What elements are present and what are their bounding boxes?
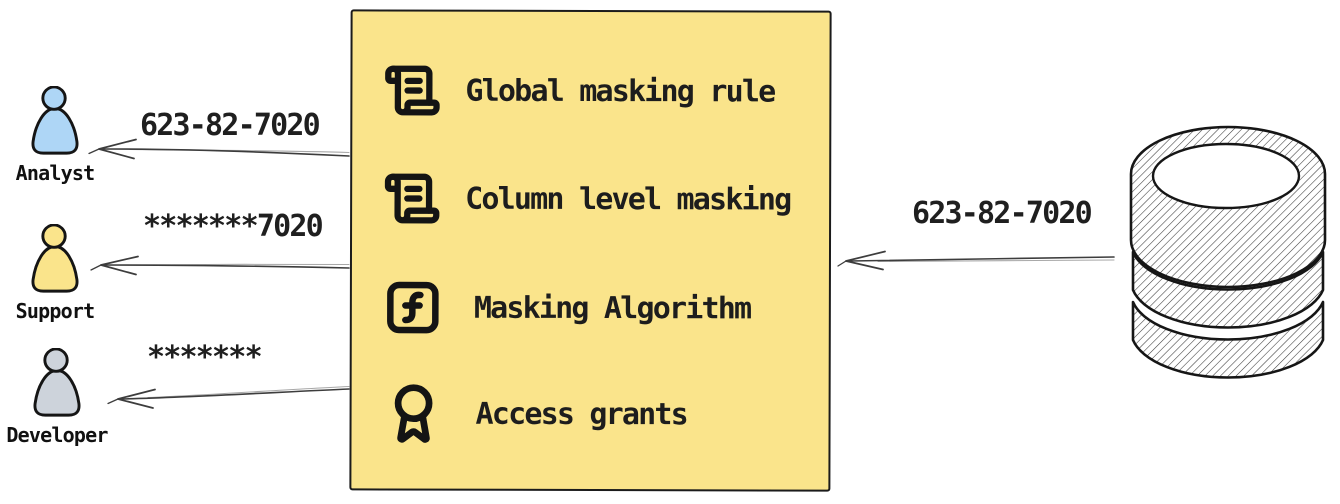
masked-value-developer: ******* — [147, 340, 263, 375]
persona-support: Support — [2, 224, 108, 323]
masking-box-item: Global masking rule — [383, 61, 774, 120]
persona-label: Developer — [6, 423, 108, 447]
raw-value-database: 623-82-7020 — [912, 196, 1093, 231]
person-icon — [31, 224, 79, 293]
database-icon — [1126, 120, 1332, 401]
masking-box: Global masking rule Column level masking — [349, 9, 832, 492]
persona-label: Support — [15, 299, 95, 323]
persona-label: Analyst — [15, 161, 95, 185]
scroll-text-icon — [383, 169, 441, 227]
arrow-box-to-support — [90, 255, 350, 276]
person-icon — [31, 86, 79, 155]
masked-value-analyst: 623-82-7020 — [140, 108, 321, 143]
masking-box-item-label: Access grants — [475, 396, 688, 432]
award-icon — [382, 380, 444, 446]
masking-box-item-label: Masking Algorithm — [473, 290, 751, 326]
masking-box-item: Access grants — [382, 380, 687, 447]
masked-value-support: *******7020 — [143, 209, 324, 244]
person-icon — [33, 348, 81, 417]
masking-box-item: Masking Algorithm — [383, 277, 751, 338]
masking-box-item: Column level masking — [383, 169, 790, 228]
function-square-icon — [383, 277, 443, 337]
scroll-text-icon — [383, 61, 441, 119]
arrow-box-to-developer — [107, 385, 350, 409]
masking-box-item-label: Global masking rule — [465, 73, 775, 109]
arrow-database-to-box — [837, 250, 1115, 271]
persona-analyst: Analyst — [2, 86, 108, 185]
masking-box-item-label: Column level masking — [465, 181, 791, 218]
persona-developer: Developer — [4, 348, 110, 447]
